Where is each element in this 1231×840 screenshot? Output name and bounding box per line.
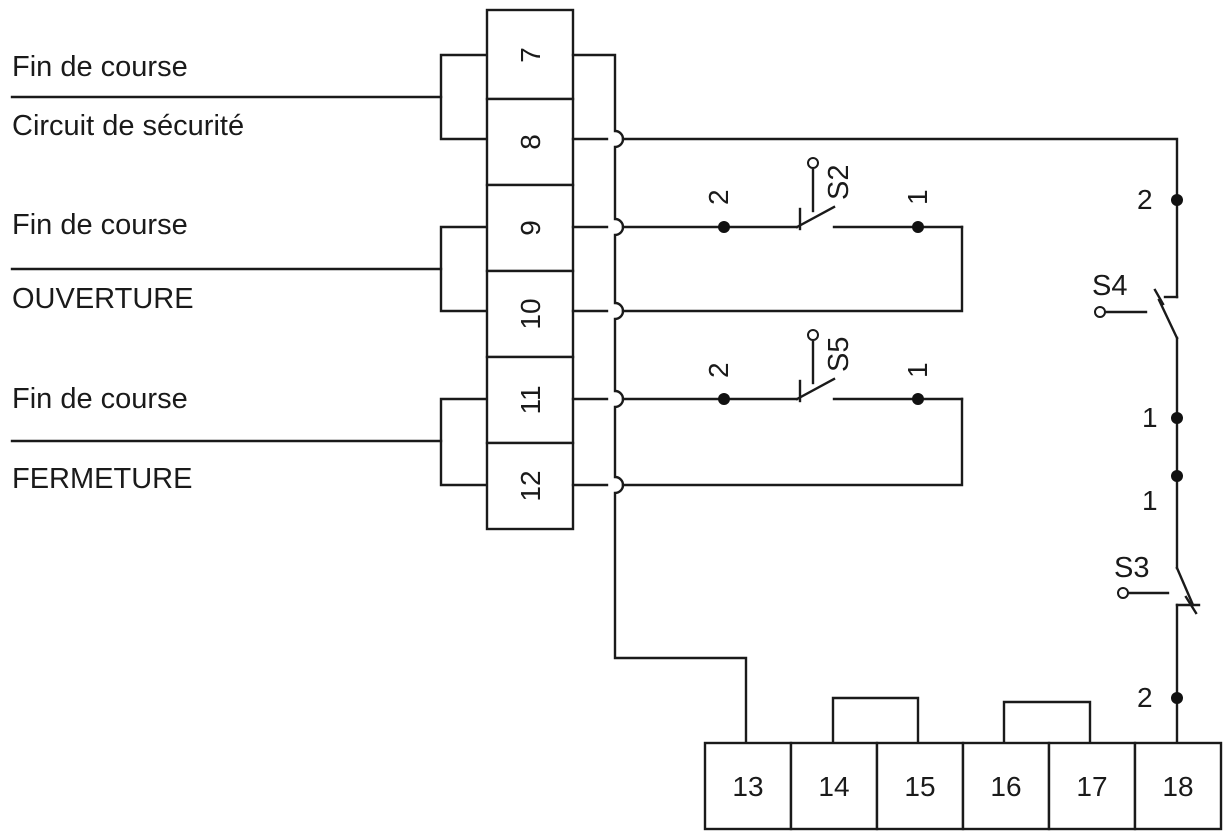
label-circuit-securite: Circuit de sécurité <box>12 110 244 142</box>
label-fin-de-course-1: Fin de course <box>12 51 188 83</box>
terminal-label-15: 15 <box>904 771 935 802</box>
s3-pin-2-label: 2 <box>1137 682 1153 713</box>
s5-pin-2-label: 2 <box>703 362 734 378</box>
s2-pin-2-label: 2 <box>703 189 734 205</box>
s3-blade <box>1175 566 1195 607</box>
s5-pin-1-dot <box>912 393 924 405</box>
bottom-terminal-block: 13 14 15 16 17 18 <box>703 741 1223 831</box>
switch-s3: S3 <box>1114 552 1201 615</box>
terminal-label-18: 18 <box>1162 771 1193 802</box>
s5-pin-2-dot <box>718 393 730 405</box>
wire-8-to-s4 <box>571 137 1179 299</box>
terminal-7 <box>485 8 575 101</box>
s4-pin-1-label: 1 <box>1142 402 1158 433</box>
terminal-18 <box>1133 741 1223 831</box>
s3-actuator-ring <box>1117 587 1129 599</box>
s4-pin-1-dot <box>1171 412 1183 424</box>
s2-pin-1-label: 1 <box>902 189 933 205</box>
wire-s5-return-12 <box>571 397 964 487</box>
terminal-label-17: 17 <box>1076 771 1107 802</box>
terminal-label-10: 10 <box>515 298 546 329</box>
s2-name: S2 <box>823 165 855 200</box>
s5-blade <box>795 377 836 401</box>
terminal-label-9: 9 <box>515 220 546 236</box>
wire-s2-return-10 <box>571 225 964 313</box>
s2-pin-1-dot <box>912 221 924 233</box>
s5-pin-1-label: 1 <box>902 362 933 378</box>
s4-blade <box>1157 298 1179 340</box>
label-ouverture: OUVERTURE <box>12 283 194 315</box>
s3-name: S3 <box>1114 552 1149 584</box>
terminal-14 <box>789 741 879 831</box>
terminal-label-7: 7 <box>515 47 546 63</box>
label-fin-de-course-2: Fin de course <box>12 209 188 241</box>
jumper-14-15 <box>831 696 920 745</box>
s5-name: S5 <box>823 337 855 372</box>
s2-blade <box>795 205 836 229</box>
terminal-label-13: 13 <box>732 771 763 802</box>
bracket-9-10 <box>439 225 489 313</box>
vertical-terminal-block: 7 8 9 10 11 12 <box>485 8 575 531</box>
label-fin-de-course-3: Fin de course <box>12 383 188 415</box>
s4-name: S4 <box>1092 270 1127 302</box>
s4-actuator-ring <box>1094 306 1106 318</box>
terminal-label-14: 14 <box>818 771 849 802</box>
s3-tick <box>1184 595 1198 615</box>
terminal-label-12: 12 <box>515 470 546 501</box>
switch-s5: 2 1 S5 <box>571 329 964 487</box>
s4-tick <box>1153 288 1165 306</box>
terminal-9 <box>485 183 575 273</box>
terminal-8 <box>485 97 575 187</box>
switch-s2: 2 1 S2 <box>571 157 964 313</box>
s4-pin-2-dot <box>1171 194 1183 206</box>
s3-pin-2-dot <box>1171 692 1183 704</box>
s2-actuator-ring <box>807 157 819 169</box>
terminal-label-16: 16 <box>990 771 1021 802</box>
s2-pin-2-dot <box>718 221 730 233</box>
terminal-13 <box>703 741 793 831</box>
s4-pin-2-label: 2 <box>1137 184 1153 215</box>
label-fermeture: FERMETURE <box>12 463 192 495</box>
terminal-16 <box>961 741 1051 831</box>
terminal-label-8: 8 <box>515 134 546 150</box>
terminal-label-11: 11 <box>515 385 546 414</box>
terminal-12 <box>485 441 575 531</box>
s3-pin-1-label: 1 <box>1142 485 1158 516</box>
bracket-7-8 <box>439 53 489 141</box>
switch-s4: 2 S4 <box>1092 184 1183 340</box>
bracket-11-12 <box>439 397 489 487</box>
s5-actuator-ring <box>807 329 819 341</box>
jumper-16-17 <box>1002 700 1092 745</box>
s3-pin-1-dot <box>1171 470 1183 482</box>
